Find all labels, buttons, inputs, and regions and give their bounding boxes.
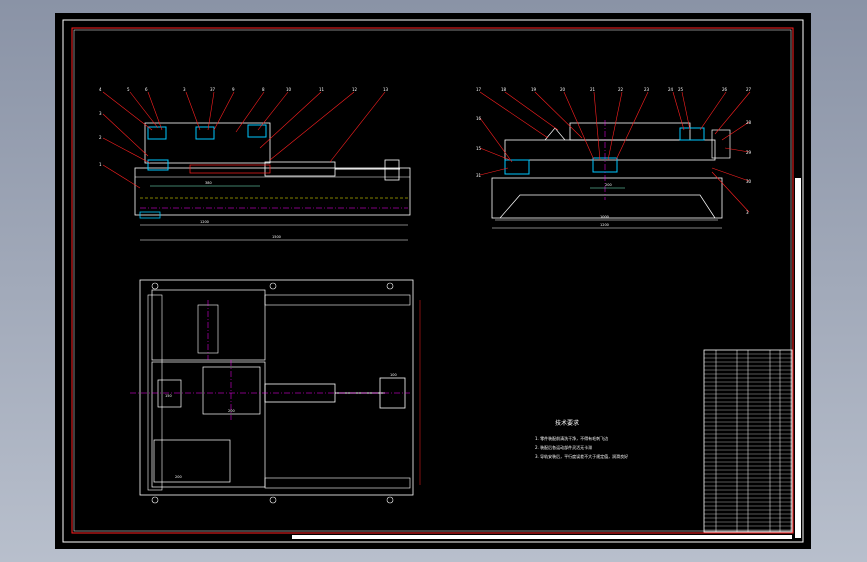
base-foot	[139, 211, 161, 219]
side-view: 200 1000 1200 17 18 19 20 21 22	[476, 87, 752, 229]
plan-block-c	[153, 439, 231, 483]
callout-r-14: 31	[476, 173, 482, 178]
callout-r-17: 3	[746, 210, 749, 215]
tech-requirement-1: 1. 零件装配前清洗干净，不得有毛刺飞边	[535, 435, 608, 441]
inner-border	[71, 27, 794, 534]
callout-r-0: 17	[476, 87, 482, 92]
plan-left-rail	[147, 294, 163, 491]
side-base-profile	[499, 194, 716, 219]
dim-text-left-a: 380	[205, 181, 212, 185]
callout-r-1: 18	[501, 87, 507, 92]
callout-l-4: 37	[210, 87, 216, 92]
callout-l-0: 4	[99, 87, 102, 92]
dim-text-plan-d: 100	[390, 373, 397, 377]
tech-requirements: 技术要求 1. 零件装配前清洗干净，不得有毛刺飞边 2. 装配后各运动部件灵活无…	[535, 419, 628, 459]
side-top-plate	[569, 122, 691, 141]
dim-text-plan-a: 150	[165, 394, 172, 398]
tech-requirement-2: 2. 装配后各运动部件灵活无卡滞	[535, 444, 592, 450]
vertical-scrollbar-icon[interactable]	[795, 178, 801, 538]
slide-table	[144, 122, 271, 164]
callout-r-2: 19	[531, 87, 537, 92]
plan-carriage	[151, 289, 266, 361]
callout-r-4: 21	[590, 87, 596, 92]
callout-l-10: 13	[383, 87, 389, 92]
side-base	[491, 177, 723, 219]
callout-l-3: 3	[183, 87, 186, 92]
callout-r-11: 28	[746, 120, 752, 125]
base-rail	[134, 167, 411, 216]
dim-text-right-b: 1000	[600, 215, 609, 219]
callout-l-12: 3	[99, 111, 102, 116]
callout-r-13: 30	[746, 179, 752, 184]
leaders-right	[479, 91, 751, 213]
bearing-block-2	[195, 126, 215, 140]
callout-l-13: 1	[99, 162, 102, 167]
callout-r-10: 27	[746, 87, 752, 92]
plan-outline	[139, 279, 414, 496]
bottom-bar	[292, 535, 792, 539]
dim-text-plan-b: 200	[228, 409, 235, 413]
callout-l-7: 10	[286, 87, 292, 92]
leaders-left	[102, 91, 386, 189]
dim-text-right-a: 200	[605, 183, 612, 187]
callout-l-6: 8	[262, 87, 265, 92]
callout-r-16: 16	[476, 116, 482, 121]
callout-l-11: 2	[99, 135, 102, 140]
dim-text-plan-c: 200	[175, 475, 182, 479]
bearing-block-3	[247, 124, 267, 138]
outer-frame	[62, 19, 804, 543]
tech-requirements-title: 技术要求	[555, 419, 579, 427]
inner-border-white	[73, 29, 792, 532]
callout-r-12: 29	[746, 150, 752, 155]
dim-text-right-c: 1200	[600, 223, 609, 227]
callout-l-2: 6	[145, 87, 148, 92]
plan-view: 150 200 200 100	[130, 279, 421, 504]
callout-l-1: 5	[127, 87, 130, 92]
front-view: 380 1200 1500 4 5 6 3 37 9 8 10 11 12	[99, 87, 411, 241]
callout-l-5: 9	[232, 87, 235, 92]
drawing-sheet	[55, 13, 811, 549]
guide-block	[189, 164, 271, 174]
dim-text-left-c: 1500	[272, 235, 281, 239]
callout-r-9: 26	[722, 87, 728, 92]
callout-l-8: 11	[319, 87, 325, 92]
plan-block-a	[202, 366, 261, 415]
callout-r-5: 22	[618, 87, 624, 92]
callout-r-7: 24	[668, 87, 674, 92]
plan-block-b	[157, 379, 182, 408]
side-block-right	[711, 129, 731, 159]
dim-text-left-b: 1200	[200, 220, 209, 224]
parts-list	[703, 349, 793, 533]
side-bearing-left	[504, 159, 530, 175]
end-stop	[384, 159, 400, 181]
tech-requirement-3: 3. 导轨安装后，平行度误差不大于规定值，润滑良好	[535, 453, 628, 459]
callout-r-15: 15	[476, 146, 482, 151]
callout-r-6: 23	[644, 87, 650, 92]
bearing-block-4	[147, 159, 169, 171]
plan-table	[151, 361, 266, 488]
side-bearing-right	[679, 127, 705, 141]
callout-l-9: 12	[352, 87, 358, 92]
callout-r-8: 25	[678, 87, 684, 92]
plan-bolts	[151, 282, 394, 504]
callout-r-3: 20	[560, 87, 566, 92]
